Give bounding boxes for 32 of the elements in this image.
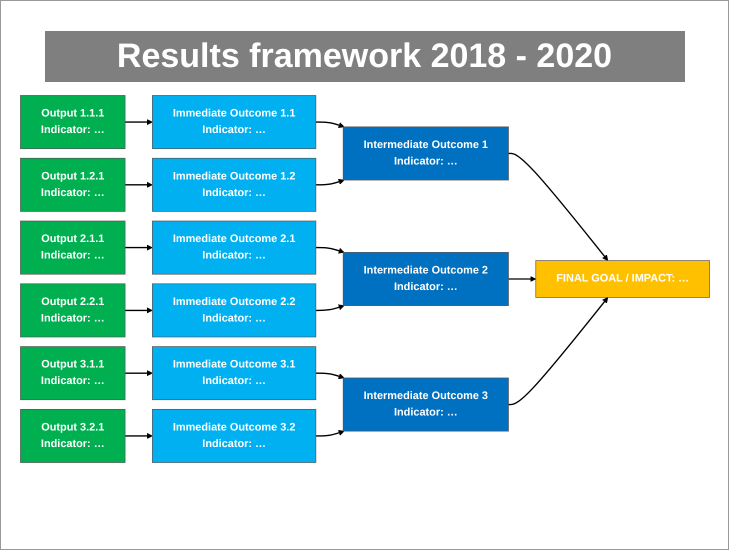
arrow — [315, 121, 344, 128]
node-box: Immediate Outcome 3.1 Indicator: … — [152, 346, 316, 400]
node-box: Immediate Outcome 2.1 Indicator: … — [152, 220, 316, 275]
title-banner: Results framework 2018 - 2020 — [44, 31, 684, 82]
node-box: FINAL GOAL / IMPACT: … — [534, 260, 710, 298]
node-box: Immediate Outcome 3.2 Indicator: … — [152, 408, 316, 463]
node-box: Intermediate Outcome 3 Indicator: … — [342, 378, 508, 432]
arrow — [124, 119, 152, 126]
node-box: Output 2.1.1 Indicator: … — [20, 220, 125, 275]
arrow — [508, 297, 608, 406]
arrow — [315, 372, 344, 380]
arrow — [315, 430, 344, 437]
arrow — [124, 432, 152, 439]
arrow — [124, 244, 152, 251]
arrow — [315, 304, 344, 312]
arrow — [315, 246, 344, 254]
node-box: Intermediate Outcome 2 Indicator: … — [342, 252, 508, 306]
arrow — [508, 152, 608, 261]
arrow — [124, 370, 152, 376]
node-box: Output 1.1.1 Indicator: … — [20, 95, 125, 150]
node-box: Output 3.1.1 Indicator: … — [20, 346, 125, 400]
node-box: Intermediate Outcome 1 Indicator: … — [342, 126, 508, 180]
node-box: Output 3.2.1 Indicator: … — [20, 408, 125, 463]
arrow — [508, 276, 536, 282]
node-box: Output 1.2.1 Indicator: … — [20, 158, 125, 212]
node-box: Immediate Outcome 1.1 Indicator: … — [152, 95, 316, 150]
arrow — [124, 182, 152, 188]
arrow — [315, 178, 344, 186]
node-box: Immediate Outcome 1.2 Indicator: … — [152, 158, 316, 212]
arrow — [124, 307, 152, 314]
node-box: Output 2.2.1 Indicator: … — [20, 283, 125, 338]
node-box: Immediate Outcome 2.2 Indicator: … — [152, 283, 316, 338]
